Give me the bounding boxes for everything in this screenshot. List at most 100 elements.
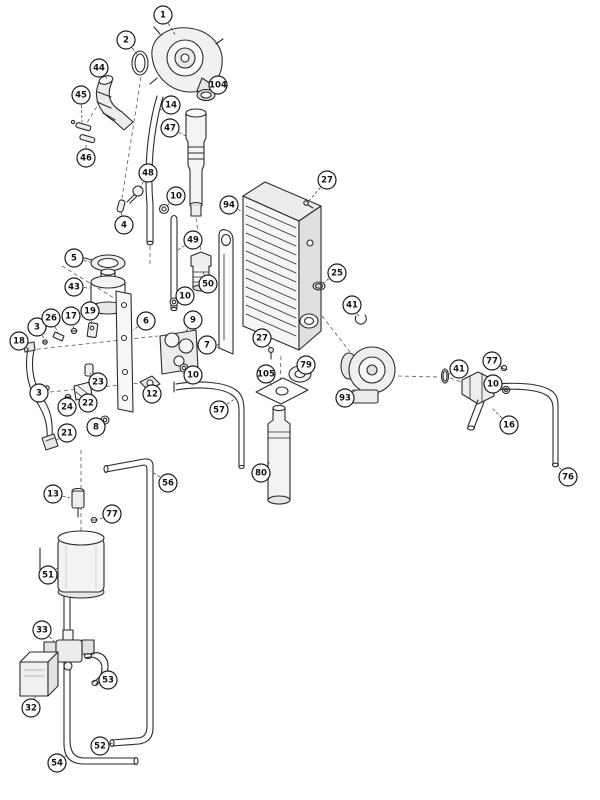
condensate-pipe <box>267 404 291 505</box>
callout-balloon <box>482 351 502 371</box>
callout-number: 10 <box>487 380 499 390</box>
callout-number: 18 <box>13 337 25 347</box>
callout-number: 44 <box>93 64 105 74</box>
callout-number: 51 <box>42 571 54 581</box>
callout-number: 94 <box>223 201 235 211</box>
fan-assembly <box>149 26 224 102</box>
callout-number: 9 <box>190 316 196 326</box>
spring-clip <box>354 314 367 325</box>
callout-balloon <box>136 311 156 331</box>
callout-number: 10 <box>170 192 182 202</box>
bottom-pipe <box>63 593 139 766</box>
callout-10: 10 <box>165 186 186 208</box>
callout-number: 17 <box>65 312 77 322</box>
callout-number: 2 <box>123 36 129 46</box>
callout-17: 17 <box>61 306 81 331</box>
callout-number: 25 <box>331 269 343 279</box>
callout-79: 79 <box>296 355 316 375</box>
callout-12: 12 <box>142 384 162 404</box>
callout-number: 104 <box>209 81 227 91</box>
callout-number: 3 <box>36 389 42 399</box>
callout-leader-line <box>162 14 177 37</box>
callout-number: 23 <box>92 378 104 388</box>
callout-number: 21 <box>61 429 73 439</box>
callout-balloon <box>71 85 91 105</box>
callout-3: 3 <box>29 383 49 403</box>
callout-number: 77 <box>106 510 118 520</box>
callout-number: 32 <box>25 704 37 714</box>
callout-18: 18 <box>9 331 30 351</box>
callout-balloon <box>335 388 355 408</box>
callout-balloon <box>89 58 109 78</box>
callout-balloon <box>183 310 203 330</box>
mounting-bracket <box>115 290 134 413</box>
callout-leader-line <box>491 407 510 426</box>
callout-balloon <box>76 148 96 168</box>
callout-51: 51 <box>38 565 61 585</box>
callout-8: 8 <box>86 417 106 437</box>
callout-balloon <box>160 118 180 138</box>
callout-balloon <box>252 328 272 348</box>
callout-number: 33 <box>36 626 48 636</box>
callout-number: 22 <box>82 399 94 409</box>
heat-exchanger <box>242 181 322 351</box>
callout-balloon <box>138 163 158 183</box>
callout-32: 32 <box>21 694 41 718</box>
callout-number: 41 <box>453 365 465 375</box>
callout-balloon <box>114 215 134 235</box>
callout-balloon <box>449 359 469 379</box>
callout-number: 5 <box>71 254 77 264</box>
callout-77: 77 <box>482 351 504 371</box>
callout-balloon <box>38 565 58 585</box>
callout-41: 41 <box>446 359 469 379</box>
callout-10: 10 <box>183 365 203 385</box>
callout-number: 12 <box>146 390 158 400</box>
callout-9: 9 <box>183 310 203 334</box>
callout-number: 47 <box>164 124 176 134</box>
callout-leader-line <box>218 397 237 411</box>
callout-balloon <box>342 295 362 315</box>
callout-leader-line <box>319 272 338 286</box>
callout-49: 49 <box>177 230 203 251</box>
callout-number: 27 <box>321 176 333 186</box>
flue-pipe <box>145 95 164 246</box>
callout-balloon <box>251 463 271 483</box>
callout-balloon <box>219 195 239 215</box>
callout-balloon <box>116 30 136 50</box>
callout-19: 19 <box>80 301 100 327</box>
callout-16: 16 <box>491 407 519 435</box>
callout-41: 41 <box>342 295 362 319</box>
callout-balloon <box>9 331 29 351</box>
callout-25: 25 <box>319 263 347 286</box>
callout-22: 22 <box>78 393 98 413</box>
grommet-upper <box>158 203 170 215</box>
callout-number: 6 <box>143 317 149 327</box>
callout-balloon <box>499 415 519 435</box>
callout-number: 26 <box>45 314 57 324</box>
callout-balloon <box>256 364 276 384</box>
callout-balloon <box>317 170 337 190</box>
callout-104: 104 <box>208 75 228 95</box>
callout-balloon <box>64 277 84 297</box>
callout-balloon <box>183 365 203 385</box>
callout-7: 7 <box>197 335 221 355</box>
callout-number: 1 <box>160 11 166 21</box>
callout-80: 80 <box>251 461 271 483</box>
callout-21: 21 <box>54 423 77 443</box>
callout-balloon <box>86 417 106 437</box>
callout-leader-line <box>177 239 194 251</box>
callout-94: 94 <box>219 195 244 215</box>
callout-balloon <box>197 335 217 355</box>
callout-number: 56 <box>162 479 174 489</box>
callout-number: 10 <box>179 292 191 302</box>
callout-6: 6 <box>132 311 156 331</box>
callout-balloon <box>47 753 67 773</box>
callout-48: 48 <box>138 163 158 189</box>
callout-balloon <box>327 263 347 283</box>
callout-balloon <box>153 5 173 25</box>
callout-number: 10 <box>187 371 199 381</box>
callout-10: 10 <box>174 286 195 306</box>
sensor <box>71 487 98 524</box>
